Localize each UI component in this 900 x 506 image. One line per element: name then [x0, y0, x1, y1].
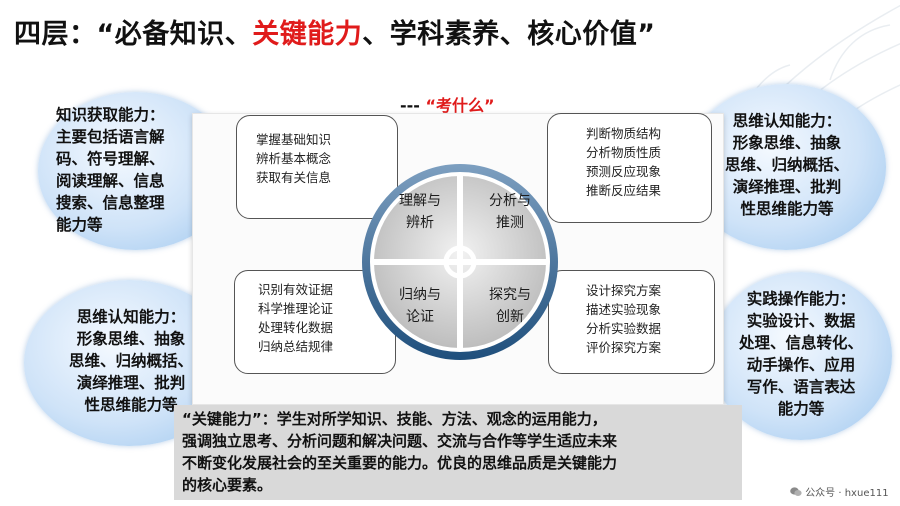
box-line: 预测反应现象 [586, 164, 662, 179]
subtitle: --- “考什么” [400, 92, 495, 116]
footer-text: 公众号 · hxue111 [805, 488, 889, 499]
bubble-line: 主要包括语言解 [56, 128, 165, 146]
bubble-line: 知识获取能力： [56, 106, 165, 124]
box-line: 判断物质结构 [586, 126, 662, 141]
box-line: 获取有关信息 [256, 170, 332, 185]
bubble-line: 形象思维、抽象 [76, 330, 186, 348]
box-line: 描述实验现象 [586, 302, 662, 317]
bubble-line: 思维认知能力： [732, 112, 842, 130]
bubble-line: 处理、信息转化、 [738, 334, 863, 352]
bubble-line: 演绎推理、批判 [76, 374, 186, 392]
quadrant-line: 归纳与 [399, 287, 441, 303]
quadrant-bottom-left: 归纳与 论证 [388, 284, 452, 328]
bubble-line: 思维、归纳概括、 [724, 156, 849, 174]
bubble-line: 能力等 [777, 400, 825, 418]
bubble-line: 阅读理解、信息 [56, 172, 165, 190]
subtitle-highlight: “考什么” [425, 96, 495, 115]
quadrant-top-right: 分析与 推测 [478, 190, 542, 234]
quadrant-top-left: 理解与 辨析 [388, 190, 452, 234]
bubble-line: 思维认知能力： [76, 308, 186, 326]
bubble-line: 写作、语言表达 [746, 378, 856, 396]
box-line: 掌握基础知识 [256, 132, 332, 147]
bubble-line: 码、符号理解、 [56, 150, 165, 168]
box-line: 识别有效证据 [258, 282, 334, 297]
box-top-left [236, 115, 398, 219]
bubble-text-bottom-left: 思维认知能力： 形象思维、抽象 思维、归纳概括、 演绎推理、批判 性思维能力等 [40, 306, 222, 416]
quadrant-line: 探究与 [489, 287, 531, 303]
bubble-text-top-right: 思维认知能力： 形象思维、抽象 思维、归纳概括、 演绎推理、批判 性思维能力等 [698, 110, 876, 220]
box-text-bottom-right: 设计探究方案 描述实验现象 分析实验数据 评价探究方案 [586, 281, 661, 357]
footer-watermark: 公众号 · hxue111 [790, 484, 889, 499]
box-line: 推断反应结果 [586, 183, 662, 198]
title-suffix: 、学科素养、核心价值” [362, 19, 656, 50]
box-text-bottom-left: 识别有效证据 科学推理论证 处理转化数据 归纳总结规律 [258, 280, 333, 356]
box-line: 科学推理论证 [258, 301, 334, 316]
quadrant-line: 创新 [496, 309, 524, 325]
quadrant-line: 辨析 [406, 215, 434, 231]
box-top-right [547, 113, 712, 223]
bubble-text-top-left: 知识获取能力： 主要包括语言解 码、符号理解、 阅读理解、信息 搜索、信息整理 … [56, 104, 165, 236]
bubble-line: 思维、归纳概括、 [68, 352, 193, 370]
bubble-line: 能力等 [56, 216, 103, 234]
bubble-line: 演绎推理、批判 [732, 178, 842, 196]
box-line: 评价探究方案 [586, 340, 662, 355]
quadrant-line: 理解与 [399, 193, 441, 209]
note-line: 的核心要素。 [182, 476, 273, 494]
bubble-line: 搜索、信息整理 [56, 194, 165, 212]
note-line: “关键能力”：学生对所学知识、技能、方法、观念的运用能力， [182, 410, 607, 428]
box-line: 分析物质性质 [586, 145, 662, 160]
quadrant-line: 推测 [496, 215, 524, 231]
note-line: 强调独立思考、分析问题和解决问题、交流与合作等学生适应未来 [182, 432, 618, 450]
title-highlight: 关键能力 [252, 19, 363, 50]
bubble-line: 实验设计、数据 [746, 312, 856, 330]
quadrant-bottom-right: 探究与 创新 [478, 284, 542, 328]
box-text-top-left: 掌握基础知识 辨析基本概念 获取有关信息 [256, 130, 331, 187]
bubble-line: 动手操作、应用 [746, 356, 856, 374]
title-prefix: 四层：“必备知识、 [14, 19, 253, 50]
quadrant-line: 分析与 [489, 193, 531, 209]
box-line: 分析实验数据 [586, 321, 662, 336]
bubble-text-bottom-right: 实践操作能力： 实验设计、数据 处理、信息转化、 动手操作、应用 写作、语言表达… [716, 288, 886, 420]
ability-circle [362, 164, 558, 360]
box-line: 处理转化数据 [258, 320, 334, 335]
box-line: 归纳总结规律 [258, 339, 334, 354]
quadrant-line: 论证 [406, 309, 434, 325]
bubble-line: 性思维能力等 [740, 200, 834, 218]
page-title: 四层：“必备知识、关键能力、学科素养、核心价值” [14, 12, 656, 51]
box-line: 辨析基本概念 [256, 151, 332, 166]
key-ability-note: “关键能力”：学生对所学知识、技能、方法、观念的运用能力， 强调独立思考、分析问… [174, 405, 742, 500]
wechat-icon [790, 486, 802, 496]
box-line: 设计探究方案 [586, 283, 662, 298]
bubble-line: 实践操作能力： [746, 290, 856, 308]
bubble-line: 形象思维、抽象 [732, 134, 842, 152]
box-bottom-right [548, 270, 715, 374]
note-line: 不断变化发展社会的至关重要的能力。优良的思维品质是关键能力 [182, 454, 618, 472]
bubble-line: 性思维能力等 [84, 396, 178, 414]
subtitle-prefix: --- [400, 96, 420, 115]
box-text-top-right: 判断物质结构 分析物质性质 预测反应现象 推断反应结果 [586, 124, 661, 200]
